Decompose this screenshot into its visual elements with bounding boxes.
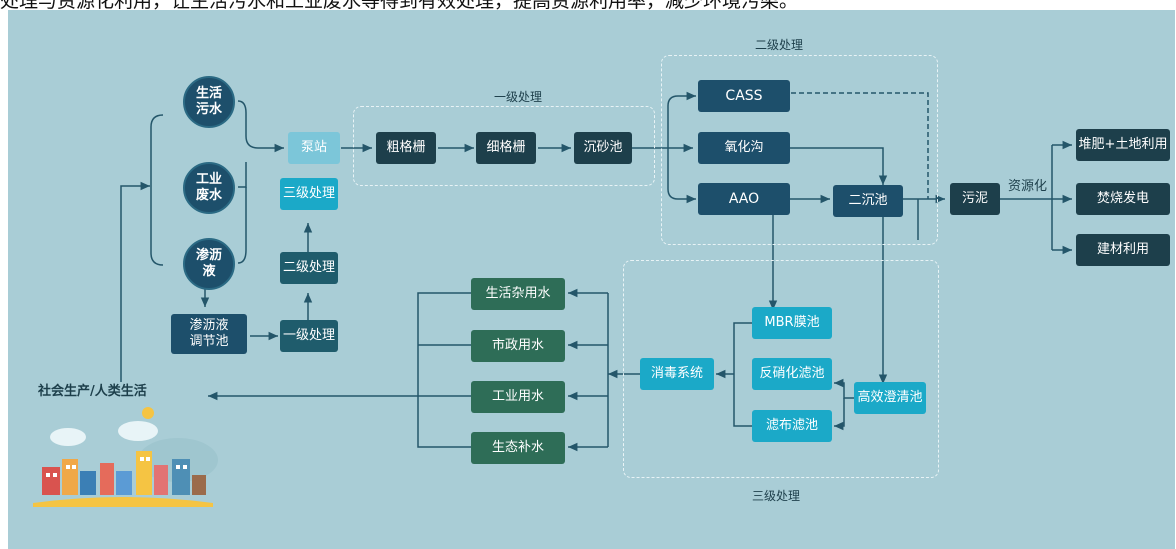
mbr-tank: MBR膜池 (752, 307, 832, 339)
primary-section-box (353, 106, 655, 186)
section-label-tertiary: 三级处理 (752, 489, 801, 503)
process-diagram: 一级处理 二级处理 三级处理 资源化 生活 污水 工业 废水 渗沥 液 渗沥液 … (8, 10, 1175, 549)
sludge-use-building-materials: 建材利用 (1076, 234, 1170, 266)
fine-grid: 细格栅 (476, 132, 536, 164)
reuse-municipal: 市政用水 (471, 330, 565, 362)
section-label-secondary: 二级处理 (755, 38, 804, 52)
cloth-filter: 滤布滤池 (752, 410, 832, 442)
leachate-primary: 一级处理 (280, 320, 338, 352)
reuse-industrial: 工业用水 (471, 381, 565, 413)
source-industrial-wastewater: 工业 废水 (183, 162, 235, 214)
cass-tank: CASS (698, 80, 790, 112)
section-label-resource: 资源化 (1008, 179, 1048, 194)
reuse-domestic-misc: 生活杂用水 (471, 278, 565, 310)
grit-chamber: 沉砂池 (574, 132, 632, 164)
leachate-tertiary: 三级处理 (280, 178, 338, 210)
connector-lines (120, 91, 1072, 452)
secondary-section-box (661, 55, 938, 245)
aao-tank: AAO (698, 183, 790, 215)
secondary-clarifier: 二沉池 (833, 185, 903, 217)
tertiary-section-box (623, 260, 939, 478)
section-label-primary: 一级处理 (494, 90, 543, 104)
high-efficiency-clarifier: 高效澄清池 (854, 382, 926, 414)
sludge-use-compost: 堆肥+土地利用 (1076, 129, 1170, 161)
reuse-ecological: 生态补水 (471, 432, 565, 464)
denitrification-filter: 反硝化滤池 (752, 358, 832, 390)
sludge-use-incineration: 焚烧发电 (1076, 183, 1170, 215)
source-domestic-sewage: 生活 污水 (183, 76, 235, 128)
caption-text: 处理与资源化利用，让生活污水和工业废水等得到有效处理，提高资源利用率，减少环境污… (0, 0, 799, 12)
disinfection-system: 消毒系统 (640, 358, 714, 390)
coarse-grid: 粗格栅 (376, 132, 436, 164)
sludge: 污泥 (950, 183, 1000, 215)
leachate-secondary: 二级处理 (280, 252, 338, 284)
pump-station: 泵站 (288, 132, 340, 164)
leachate-tank: 渗沥液 调节池 (171, 314, 247, 354)
source-leachate: 渗沥 液 (183, 238, 235, 290)
town-illustration (33, 407, 218, 507)
society-label: 社会生产/人类生活 (38, 384, 147, 399)
oxidation-ditch: 氧化沟 (698, 132, 790, 164)
